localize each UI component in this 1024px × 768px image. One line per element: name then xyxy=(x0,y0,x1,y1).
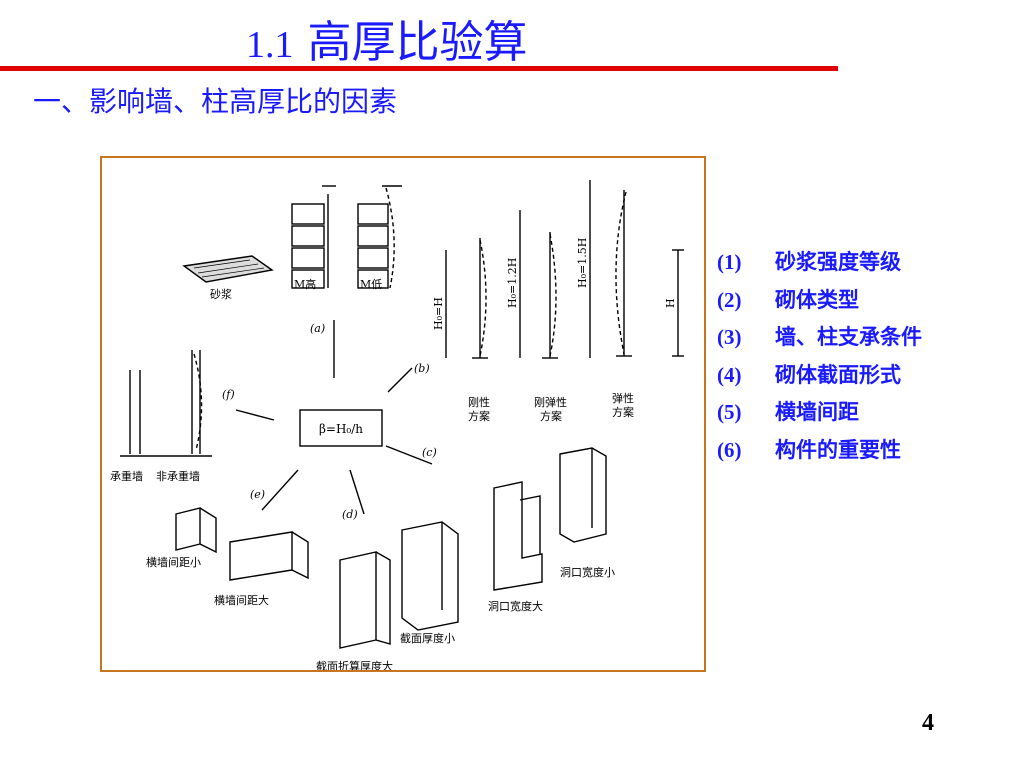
label-sand: 砂浆 xyxy=(210,287,232,301)
label-opening-small: 洞口宽度小 xyxy=(560,565,615,579)
label-rigid-1: 刚性 xyxy=(468,395,490,409)
slide-subtitle: 一、影响墙、柱高厚比的因素 xyxy=(33,85,398,118)
factor-text: 构件的重要性 xyxy=(775,436,901,462)
tag-e: (e) xyxy=(250,488,265,501)
label-h: H xyxy=(664,298,677,308)
label-section-thin: 截面厚度小 xyxy=(400,631,455,645)
label-rigid-2: 方案 xyxy=(468,409,490,423)
formula-label: β=H₀/h xyxy=(319,422,363,436)
label-opening-large: 洞口宽度大 xyxy=(488,599,543,613)
factor-item: (1) 砂浆强度等级 xyxy=(717,246,922,284)
factor-number: (4) xyxy=(717,362,742,387)
tag-b: (b) xyxy=(414,362,430,375)
label-m-low: M低 xyxy=(360,278,382,291)
factor-item: (6) 构件的重要性 xyxy=(717,434,922,472)
factor-text: 砂浆强度等级 xyxy=(775,249,901,274)
factor-number: (6) xyxy=(717,437,742,462)
factor-number: (2) xyxy=(717,287,742,312)
factor-number: (3) xyxy=(717,325,742,350)
label-non-bearing-wall: 非承重墙 xyxy=(156,469,200,483)
factor-item: (3) 墙、柱支承条件 xyxy=(717,321,922,359)
section-number: 1.1 xyxy=(246,24,294,66)
factor-text: 砌体截面形式 xyxy=(775,361,901,387)
tag-f: (f) xyxy=(222,388,235,401)
label-rigid-elastic-2: 方案 xyxy=(540,409,562,423)
factor-item: (4) 砌体截面形式 xyxy=(717,359,922,397)
diagram-svg: β=H₀/h (a) (b) (c) (d) (e) (f) 砂浆 M高 M低 … xyxy=(110,180,684,673)
label-elastic-2: 方案 xyxy=(612,405,634,419)
title-underline xyxy=(0,66,838,71)
factors-diagram: β=H₀/h (a) (b) (c) (d) (e) (f) 砂浆 M高 M低 … xyxy=(100,156,706,673)
slide-title: 1.1 高厚比验算 xyxy=(246,6,528,70)
label-h0-15h: H₀=1.5H xyxy=(576,238,589,288)
section-title: 高厚比验算 xyxy=(307,17,528,68)
label-cross-small: 横墙间距小 xyxy=(146,555,201,569)
label-cross-large: 横墙间距大 xyxy=(214,593,269,607)
label-m-high: M高 xyxy=(294,277,316,291)
tag-d: (d) xyxy=(342,508,358,521)
factor-list: (1) 砂浆强度等级 (2) 砌体类型 (3) 墙、柱支承条件 (4) 砌体截面形式 (… xyxy=(717,246,922,472)
factor-text: 砌体类型 xyxy=(775,286,859,312)
factor-text: 横墙间距 xyxy=(775,399,859,425)
label-section-thick: 截面折算厚度大 xyxy=(316,659,393,670)
label-elastic-1: 弹性 xyxy=(612,391,634,405)
label-h0-h: H₀=H xyxy=(432,297,445,330)
label-h0-12h: H₀=1.2H xyxy=(506,258,519,308)
tag-a: (a) xyxy=(310,322,325,335)
factor-item: (2) 砌体类型 xyxy=(717,284,922,322)
factor-text: 墙、柱支承条件 xyxy=(775,324,922,350)
factor-number: (1) xyxy=(717,250,742,274)
factor-item: (5) 横墙间距 xyxy=(717,396,922,434)
label-bearing-wall: 承重墙 xyxy=(110,469,143,483)
label-rigid-elastic-1: 刚弹性 xyxy=(534,395,567,409)
page-number: 4 xyxy=(922,710,934,736)
tag-c: (c) xyxy=(422,446,437,459)
factor-number: (5) xyxy=(717,400,742,425)
